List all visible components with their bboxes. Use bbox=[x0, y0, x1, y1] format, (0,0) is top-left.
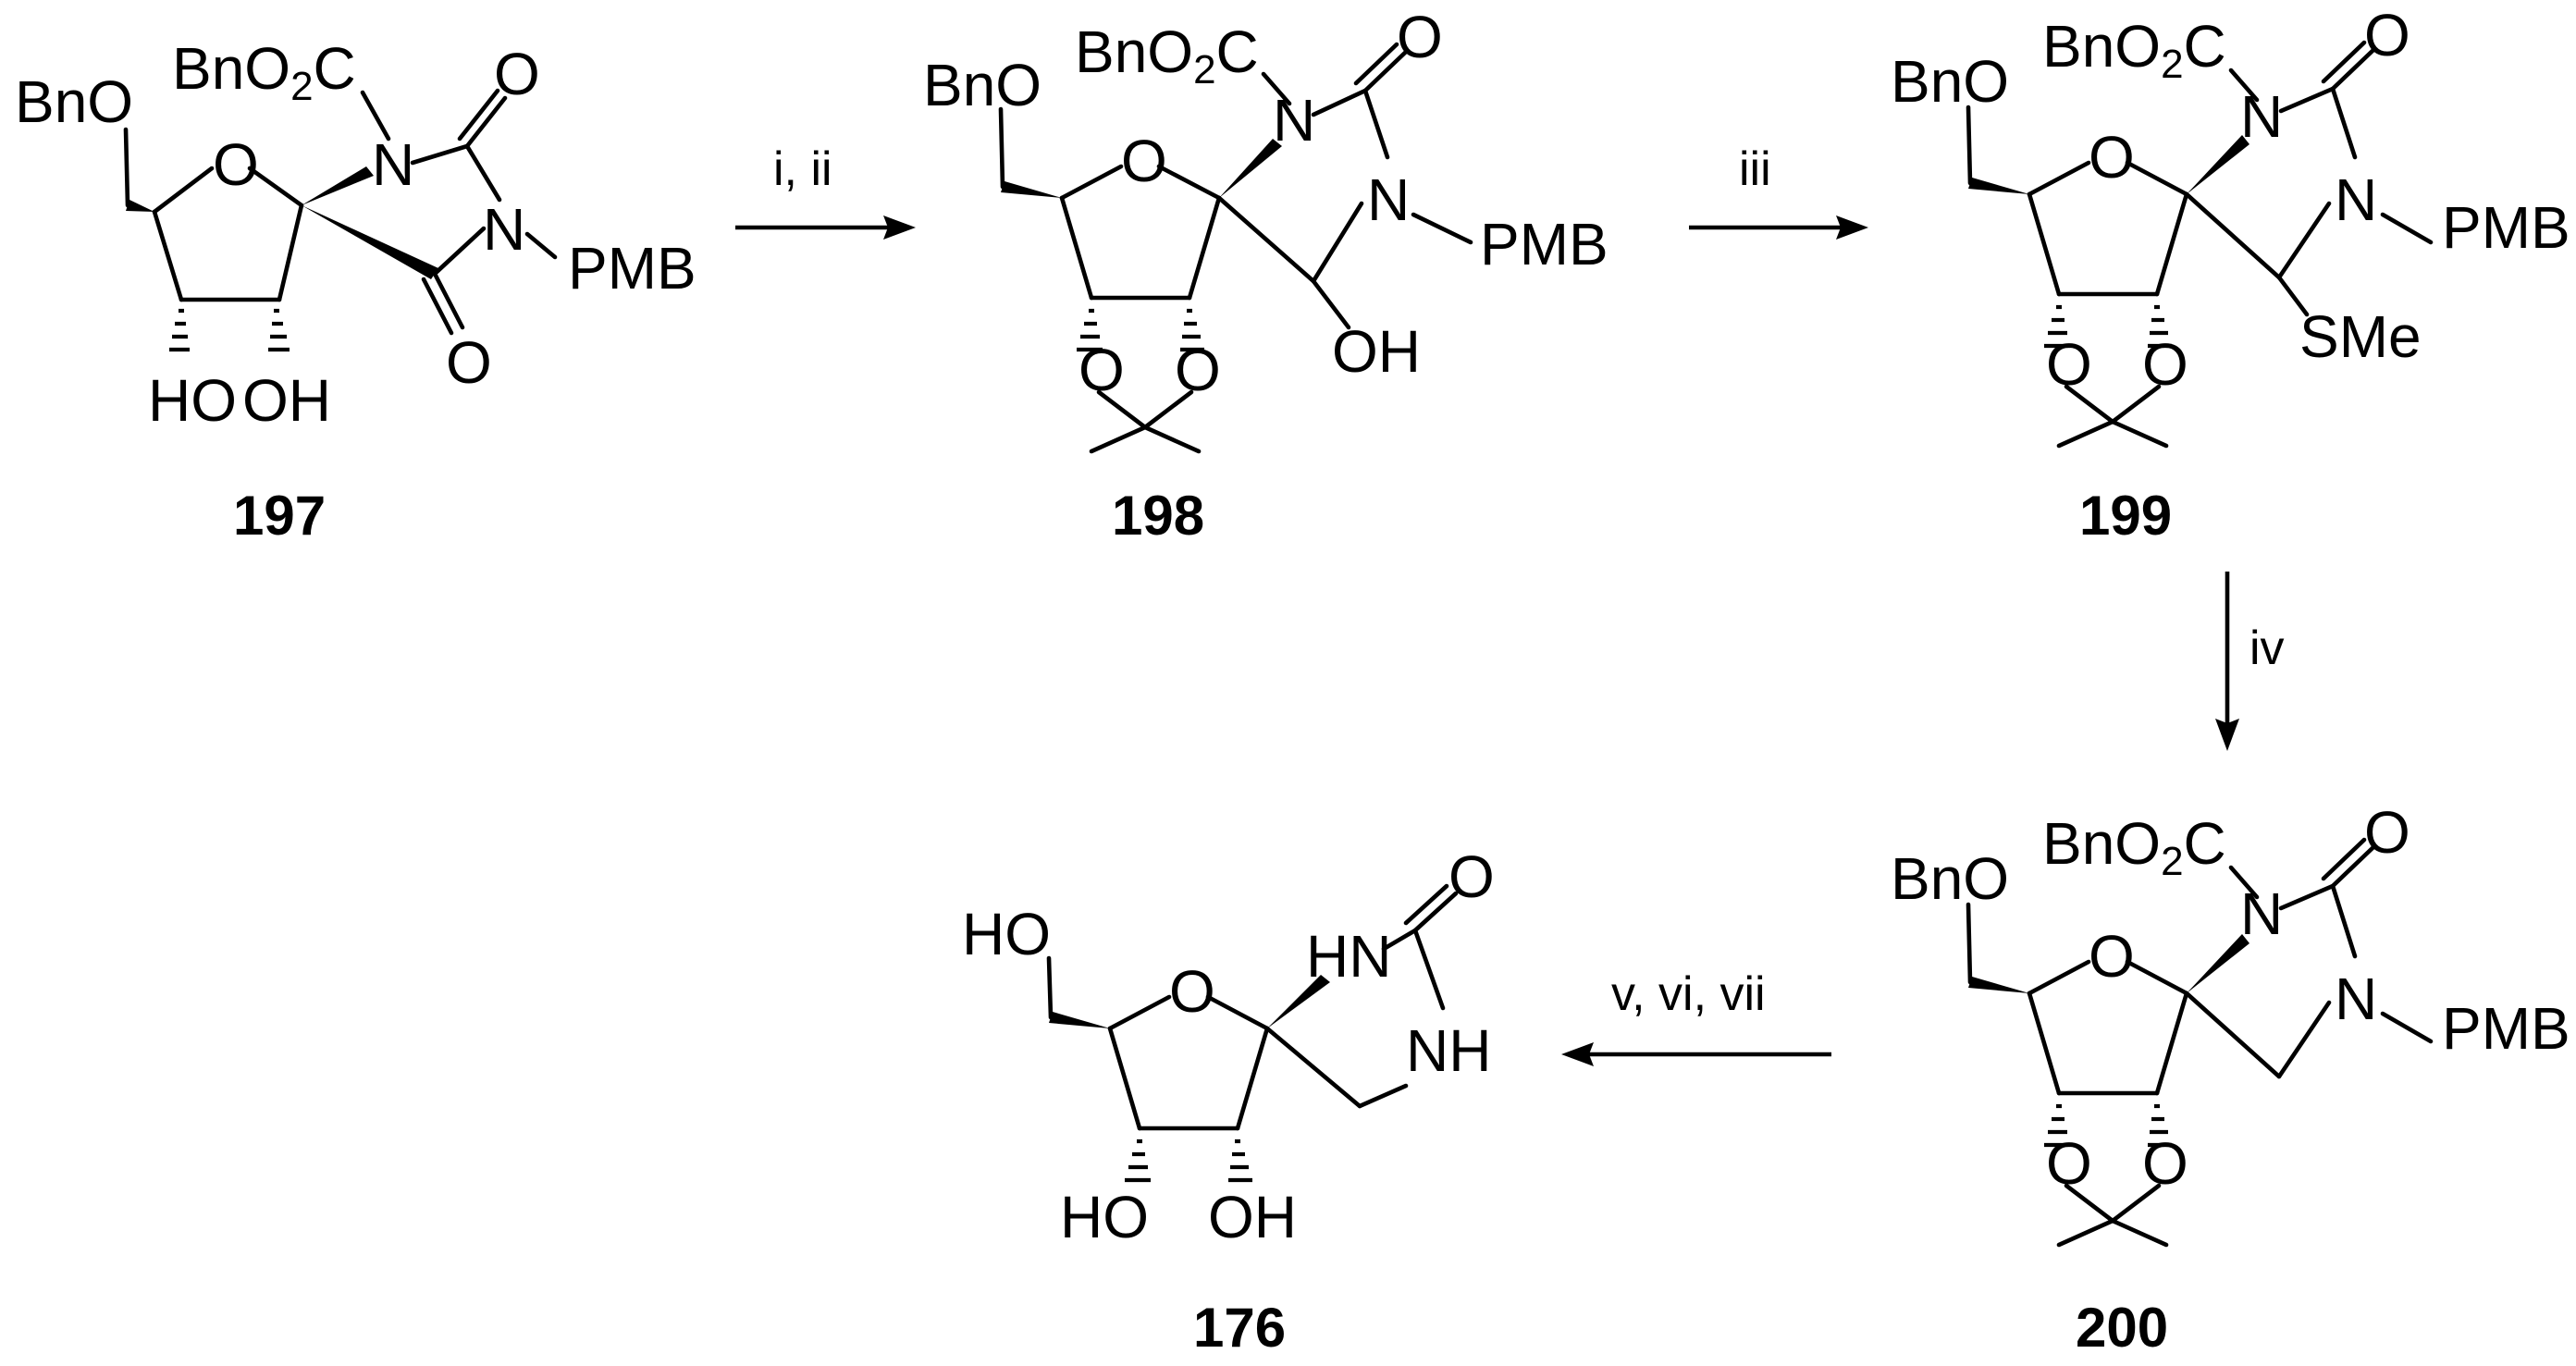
nitrogen-label: N bbox=[483, 196, 525, 263]
reaction-arrow bbox=[2215, 572, 2239, 751]
reaction-arrow bbox=[1561, 1042, 1831, 1066]
acetonide-oxygen-label: O bbox=[1175, 337, 1221, 403]
nitrogen-label: N bbox=[2335, 966, 2377, 1032]
compound-number-200: 200 bbox=[2076, 1297, 2168, 1359]
cbz-label: BnO2C bbox=[172, 35, 356, 109]
cbz-label: BnO2C bbox=[2042, 13, 2226, 87]
hashed-bond bbox=[1180, 308, 1204, 352]
ring-oxygen-label: O bbox=[2089, 124, 2135, 191]
hashed-bond bbox=[169, 308, 190, 352]
acetonide-oxygen-label: O bbox=[1078, 337, 1125, 403]
compound-number-199: 199 bbox=[2079, 485, 2172, 547]
compound-number-198: 198 bbox=[1112, 485, 1204, 547]
bno-label: BnO bbox=[923, 52, 1041, 118]
pmb-label: PMB bbox=[1480, 211, 1608, 277]
reaction-conditions: iii bbox=[1739, 142, 1771, 196]
reaction-arrow bbox=[735, 215, 916, 240]
ring-oxygen-label: O bbox=[1169, 958, 1215, 1025]
hashed-bond bbox=[2148, 304, 2172, 349]
pmb-label: PMB bbox=[2442, 194, 2570, 261]
compound-number-197: 197 bbox=[233, 485, 326, 547]
hydroxyl-label: HO bbox=[1060, 1184, 1149, 1250]
bno-label: BnO bbox=[1891, 48, 2009, 115]
hydroxyl-label: OH bbox=[1332, 318, 1421, 385]
carbonyl-oxygen-label: O bbox=[446, 329, 492, 396]
hydroxyl-label: HO bbox=[148, 367, 237, 434]
hashed-bond bbox=[268, 308, 290, 352]
acetonide-oxygen-label: O bbox=[2142, 331, 2188, 398]
hashed-bond bbox=[1228, 1138, 1252, 1183]
carbonyl-oxygen-label: O bbox=[494, 41, 540, 107]
cbz-label: BnO2C bbox=[2042, 810, 2226, 884]
compound-176-structure bbox=[1046, 883, 1459, 1183]
pmb-label: PMB bbox=[568, 235, 696, 302]
hashed-bond bbox=[1077, 308, 1103, 352]
hashed-bond bbox=[2148, 1103, 2172, 1148]
ring-oxygen-label: O bbox=[2089, 923, 2135, 990]
compound-200-structure bbox=[1966, 837, 2434, 1248]
nitrogen-label: N bbox=[2240, 880, 2283, 947]
hydroxyl-label: OH bbox=[242, 367, 331, 434]
carbonyl-oxygen-label: O bbox=[1397, 4, 1443, 70]
thioether-label: SMe bbox=[2299, 303, 2422, 370]
hydroxyl-label: HO bbox=[962, 901, 1051, 967]
ring-oxygen-label: O bbox=[213, 131, 259, 198]
amine-label: HN bbox=[1306, 923, 1391, 990]
bno-label: BnO bbox=[15, 68, 133, 135]
reaction-arrow bbox=[1689, 215, 1868, 240]
nitrogen-label: N bbox=[1367, 166, 1410, 233]
pmb-label: PMB bbox=[2442, 995, 2570, 1062]
hashed-bond bbox=[1125, 1138, 1151, 1183]
acetonide-oxygen-label: O bbox=[2142, 1130, 2188, 1197]
amine-label: NH bbox=[1406, 1017, 1491, 1084]
nitrogen-label: N bbox=[372, 131, 414, 198]
acetonide-oxygen-label: O bbox=[2046, 331, 2092, 398]
reaction-conditions: i, ii bbox=[773, 142, 832, 196]
hashed-bond bbox=[2044, 1103, 2070, 1148]
nitrogen-label: N bbox=[2240, 83, 2283, 150]
compound-198-structure bbox=[998, 42, 1473, 454]
carbonyl-oxygen-label: O bbox=[1448, 843, 1495, 910]
hashed-bond bbox=[2044, 304, 2070, 349]
compound-197-structure bbox=[123, 88, 558, 352]
cbz-label: BnO2C bbox=[1075, 18, 1259, 92]
reaction-conditions: iv bbox=[2249, 621, 2285, 675]
nitrogen-label: N bbox=[2335, 166, 2377, 233]
compound-number-176: 176 bbox=[1193, 1297, 1286, 1359]
ring-oxygen-label: O bbox=[1121, 128, 1167, 194]
carbonyl-oxygen-label: O bbox=[2364, 2, 2410, 68]
hydroxyl-label: OH bbox=[1208, 1184, 1297, 1250]
acetonide-oxygen-label: O bbox=[2046, 1130, 2092, 1197]
compound-199-structure bbox=[1966, 40, 2434, 449]
bno-label: BnO bbox=[1891, 845, 2009, 912]
reaction-conditions: v, vi, vii bbox=[1611, 967, 1766, 1021]
carbonyl-oxygen-label: O bbox=[2364, 799, 2410, 866]
nitrogen-label: N bbox=[1273, 87, 1315, 154]
